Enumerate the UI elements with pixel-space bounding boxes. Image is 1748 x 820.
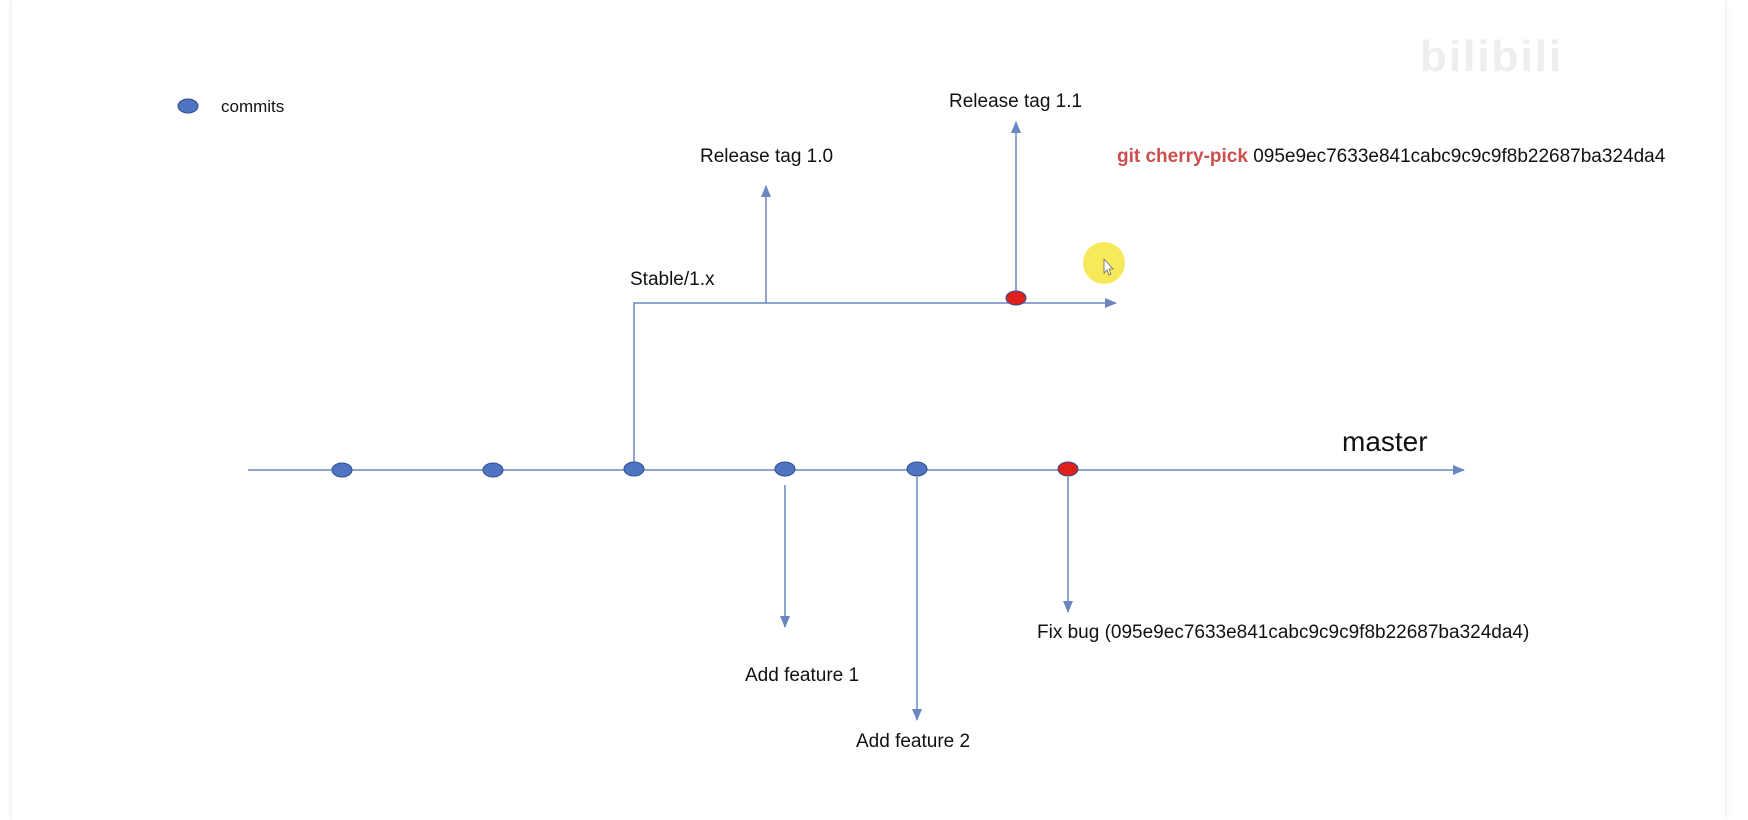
commit-node	[331, 462, 353, 478]
slide-canvas	[12, 0, 1725, 820]
stable-branch-line	[633, 298, 1117, 466]
mouse-pointer-icon	[1103, 257, 1114, 276]
release-tag-1-0-label: Release tag 1.0	[700, 146, 834, 167]
commit-node-cherry-picked	[1005, 290, 1027, 306]
commit-node	[482, 462, 504, 478]
master-branch-label: master	[1342, 426, 1428, 457]
release-tag-1-1-label: Release tag 1.1	[949, 91, 1083, 112]
legend-commit-marker	[177, 98, 199, 114]
add-feature-2-label: Add feature 2	[856, 731, 971, 752]
commit-node-branch-point	[623, 461, 645, 477]
stable-branch-label: Stable/1.x	[630, 269, 715, 290]
cherry-pick-hash: 095e9ec7633e841cabc9c9c9f8b22687ba324da4	[1253, 146, 1666, 167]
add-feature-1-label: Add feature 1	[745, 665, 860, 686]
legend-label: commits	[221, 97, 285, 116]
commit-node-feature-2	[906, 461, 928, 477]
commit-node-feature-1	[774, 461, 796, 477]
cherry-pick-command-name: git cherry-pick	[1117, 146, 1248, 167]
cherry-pick-command: git cherry-pick 095e9ec7633e841cabc9c9c9…	[1117, 147, 1665, 166]
fix-bug-label: Fix bug (095e9ec7633e841cabc9c9c9f8b2268…	[1037, 622, 1530, 643]
commit-node-fix-bug	[1057, 461, 1079, 477]
watermark-logo: bilibili	[1420, 32, 1564, 81]
